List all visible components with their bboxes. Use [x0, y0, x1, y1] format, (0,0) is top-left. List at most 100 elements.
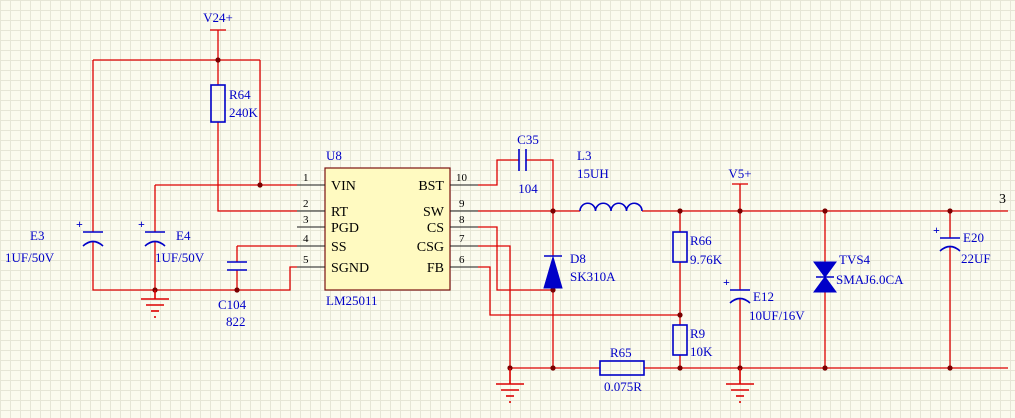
ground-symbol[interactable] — [726, 368, 754, 403]
net-v24-wires[interactable] — [92, 29, 297, 232]
junction-dot — [550, 208, 556, 214]
capacitor-e12[interactable]: + E12 10UF/16V — [723, 275, 805, 323]
c104-designator: C104 — [218, 297, 247, 312]
pin-name: RT — [331, 205, 348, 220]
ic-u8[interactable]: U8 LM25011 1 2 3 4 5 10 9 8 7 6 VIN RT P… — [297, 148, 478, 308]
wire-segment[interactable] — [478, 226, 553, 291]
wire-segment[interactable] — [526, 159, 554, 211]
e3-value: 1UF/50V — [5, 250, 55, 265]
r64-designator: R64 — [229, 87, 251, 102]
net-cs-csg-fb-wires[interactable] — [478, 226, 680, 368]
inductor-l3[interactable]: L3 15UH — [577, 148, 643, 212]
tvs-top-triangle[interactable] — [813, 261, 837, 278]
junction-dot — [677, 312, 683, 318]
polarity-plus: + — [76, 217, 83, 231]
pin-number: 9 — [459, 198, 465, 210]
e4-designator: E4 — [176, 228, 191, 243]
tvs4-value: SMAJ6.0CA — [836, 272, 904, 287]
power-port-v24-label: V24+ — [203, 10, 233, 25]
wire-segment[interactable] — [478, 266, 680, 316]
resistor-body[interactable] — [672, 324, 688, 356]
r9-value: 10K — [690, 344, 713, 359]
resistor-r66[interactable]: R66 9.76K — [672, 231, 723, 267]
wire-segment[interactable] — [92, 242, 155, 291]
e12-value: 10UF/16V — [749, 308, 805, 323]
ground-symbol[interactable] — [496, 368, 524, 403]
capacitor-e3[interactable]: + E3 1UF/50V — [5, 217, 104, 265]
r64-value: 240K — [229, 105, 259, 120]
pin-name: CS — [427, 221, 444, 236]
ground-symbol[interactable] — [141, 290, 169, 318]
junction-dot — [947, 365, 953, 371]
pin-number: 10 — [456, 172, 468, 184]
diode-d8[interactable]: D8 SK310A — [543, 251, 616, 289]
pin-number: 7 — [459, 233, 465, 245]
r66-value: 9.76K — [690, 252, 723, 267]
e12-designator: E12 — [753, 289, 774, 304]
wire-segment[interactable] — [217, 122, 297, 212]
pin-name: PGD — [331, 221, 359, 236]
wire-segment[interactable] — [478, 159, 519, 186]
r66-designator: R66 — [690, 233, 712, 248]
polarity-plus: + — [723, 275, 730, 289]
net-gnd-left-wires[interactable] — [92, 242, 297, 291]
diode-body[interactable] — [543, 255, 563, 289]
pin-name: VIN — [331, 179, 356, 194]
resistor-body[interactable] — [599, 360, 645, 376]
resistor-r65[interactable]: R65 0.075R — [599, 345, 645, 394]
l3-value: 15UH — [577, 166, 609, 181]
cap-curved-plate — [939, 245, 961, 252]
r9-designator: R9 — [690, 326, 705, 341]
pin-number: 5 — [303, 254, 309, 266]
d8-value: SK310A — [570, 269, 616, 284]
junction-dot — [947, 208, 953, 214]
tvs-diode-tvs4[interactable]: TVS4 SMAJ6.0CA — [813, 252, 904, 293]
tvs4-designator: TVS4 — [839, 252, 871, 267]
net-output-cap-wires[interactable] — [739, 211, 951, 368]
pin-name: FB — [427, 261, 444, 276]
junction-dot — [257, 182, 263, 188]
wire-segment[interactable] — [478, 245, 511, 368]
cap-curved-plate — [82, 240, 104, 247]
inductor-body[interactable] — [579, 202, 643, 212]
capacitor-c35[interactable]: C35 104 — [517, 132, 539, 196]
junction-dots — [152, 57, 953, 371]
e3-designator: E3 — [30, 228, 44, 243]
r65-value: 0.075R — [604, 379, 642, 394]
resistor-r64[interactable]: R64 240K — [210, 84, 259, 123]
capacitor-e20[interactable]: + E20 22UF — [933, 223, 991, 266]
e20-designator: E20 — [963, 230, 984, 245]
cap-curved-plate — [729, 297, 751, 304]
wire-segment[interactable] — [155, 266, 297, 291]
tvs-bottom-triangle[interactable] — [813, 276, 837, 293]
capacitor-c104[interactable]: C104 822 — [218, 261, 247, 329]
polarity-plus: + — [138, 217, 145, 231]
e20-value: 22UF — [961, 251, 991, 266]
power-port-v5-label: V5+ — [728, 166, 751, 181]
junction-dot — [677, 208, 683, 214]
pin-name: CSG — [417, 240, 444, 255]
pin-number: 6 — [459, 254, 465, 266]
net-bst-wires[interactable] — [478, 159, 554, 211]
pin-name: BST — [418, 179, 444, 194]
resistor-body[interactable] — [672, 231, 688, 263]
r65-designator: R65 — [610, 345, 632, 360]
pin-number: 8 — [459, 214, 465, 226]
pin-number: 2 — [303, 198, 309, 210]
ic-body[interactable] — [324, 167, 451, 291]
pin-number: 1 — [303, 172, 309, 184]
resistor-r9[interactable]: R9 10K — [672, 324, 713, 359]
cap-curved-plate — [144, 240, 166, 247]
ic-part-number: LM25011 — [326, 293, 378, 308]
resistor-body[interactable] — [210, 84, 226, 123]
off-sheet-net-label: 3 — [999, 192, 1006, 207]
net-rt-wires[interactable] — [217, 122, 297, 212]
capacitor-e4[interactable]: + E4 1UF/50V — [138, 217, 205, 265]
junction-dot — [737, 208, 743, 214]
junction-dot — [822, 208, 828, 214]
ic-designator: U8 — [326, 148, 342, 163]
junction-dot — [234, 287, 240, 293]
pin-number: 4 — [303, 233, 309, 245]
c35-value: 104 — [518, 181, 538, 196]
